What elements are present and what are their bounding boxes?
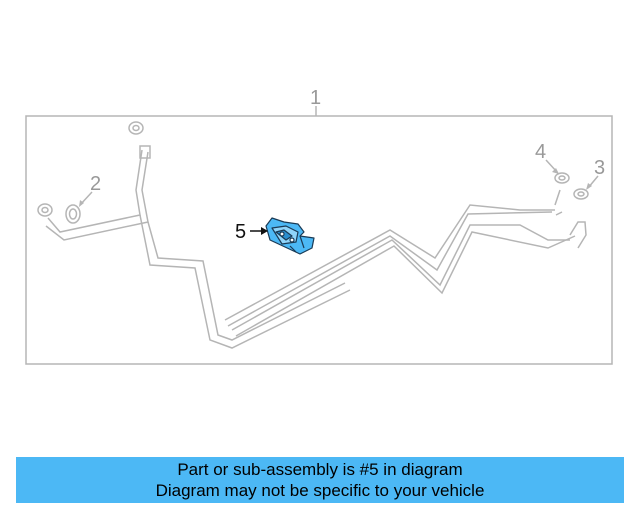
callout-5: 5: [235, 221, 246, 243]
seal-4: [554, 172, 570, 184]
info-banner: Part or sub-assembly is #5 in diagram Di…: [16, 457, 624, 503]
callout-3: 3: [594, 157, 605, 179]
seal-2: [65, 204, 81, 224]
clamp-bracket-part-5: [265, 217, 315, 255]
callout-arrow-3: [586, 183, 592, 190]
banner-line-1: Part or sub-assembly is #5 in diagram: [177, 460, 463, 479]
seal-3: [573, 188, 589, 200]
callout-arrow-4: [552, 168, 559, 174]
banner-line-2: Diagram may not be specific to your vehi…: [155, 481, 485, 500]
assembly-frame: [25, 115, 613, 365]
callout-2: 2: [90, 173, 101, 195]
parts-diagram: 1 2 4 3: [25, 87, 613, 365]
callout-arrow-2: [79, 200, 84, 207]
cooler-line-left: [45, 149, 351, 349]
cooler-line-right: [224, 189, 587, 337]
callout-arrow-5: [261, 227, 268, 235]
fitting-top: [128, 121, 144, 135]
fitting-left: [37, 145, 151, 217]
callout-1: 1: [310, 87, 321, 109]
callout-4: 4: [535, 141, 546, 163]
